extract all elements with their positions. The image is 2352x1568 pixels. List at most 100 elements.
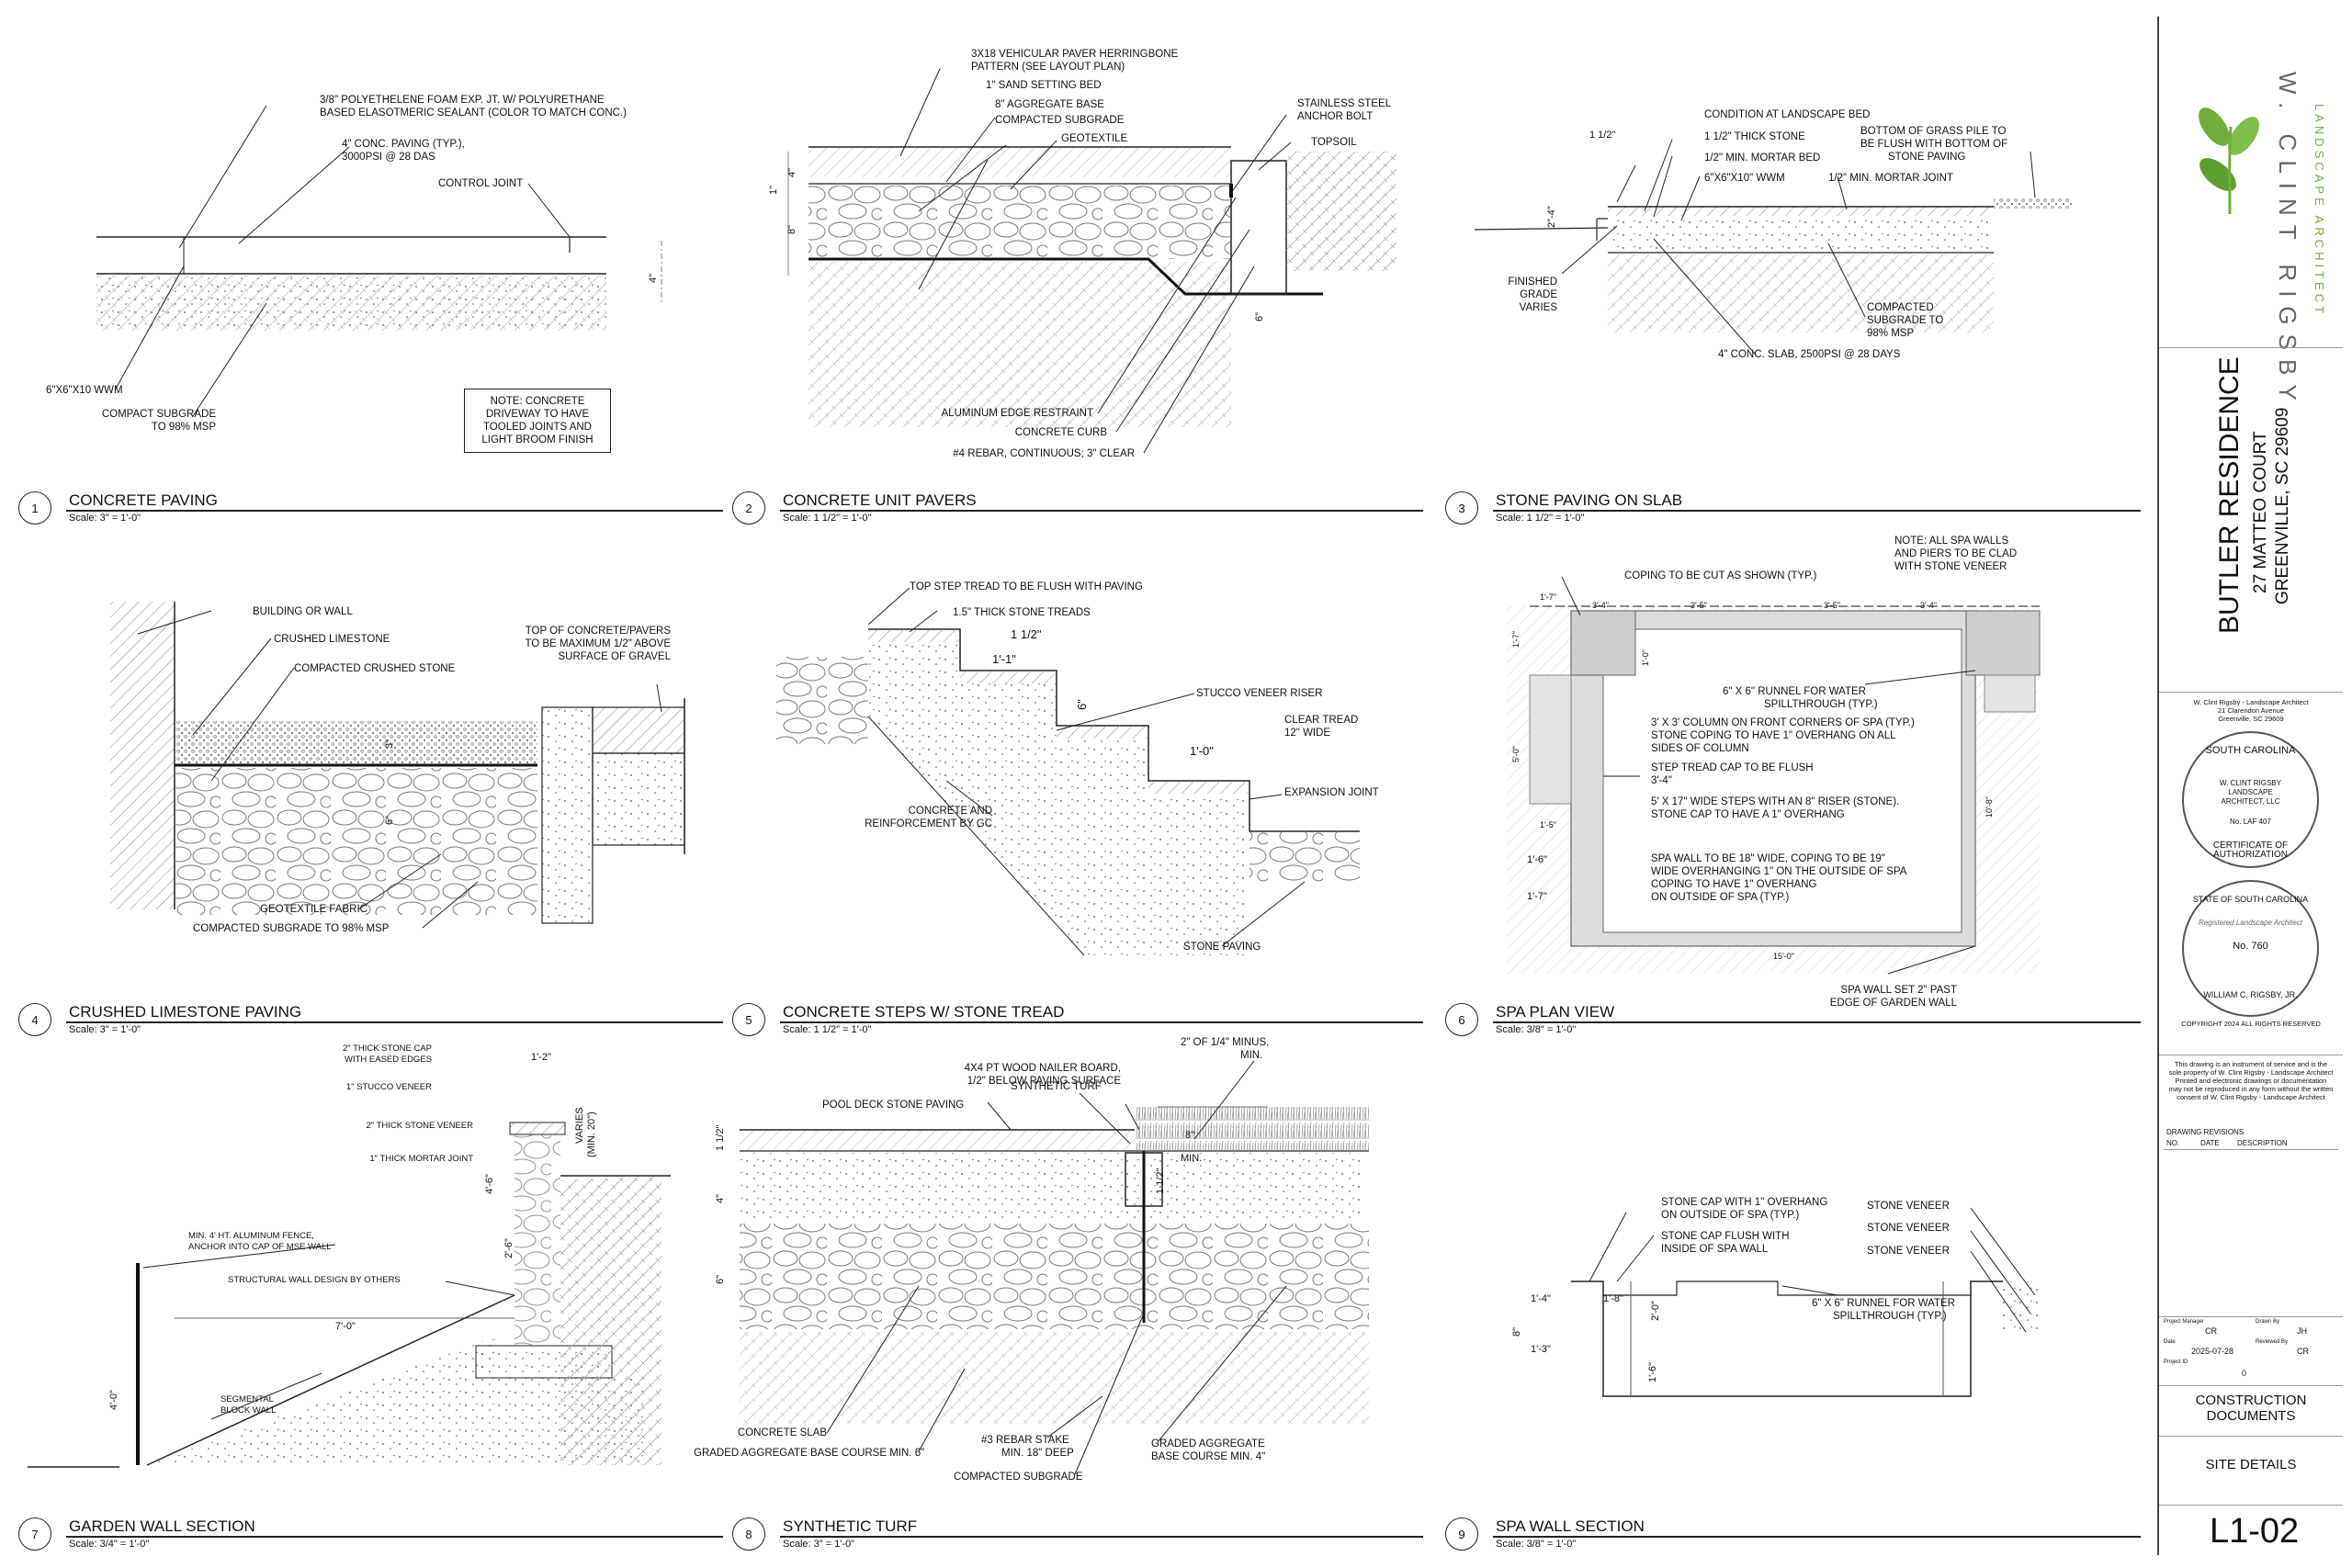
d9-label-veneer-1: STONE VENEER <box>1867 1201 1950 1212</box>
d3-dim-grade: 2"-4" <box>1546 206 1557 228</box>
reviewed-label: Reviewed By <box>2256 1339 2289 1345</box>
d9-label-flush: STONE CAP FLUSH WITH <box>1661 1231 1790 1242</box>
certificate-seal: SOUTH CAROLINA W. CLINT RIGSBY LANDSCAPE… <box>2182 731 2319 868</box>
title-rule <box>1493 1536 2141 1538</box>
d8-dim-base: 6" <box>715 1274 726 1284</box>
d8-dim-nailer: 1 1/2" <box>1155 1168 1166 1194</box>
project-name: BUTLER RESIDENCE <box>2214 356 2245 634</box>
title-block: W. CLINT RIGSBY LANDSCAPE ARCHITECT BUTL… <box>2157 17 2343 1555</box>
d6-label-set: SPA WALL SET 2" PAST <box>1840 985 1957 996</box>
detail-name: CONCRETE UNIT PAVERS <box>783 491 977 509</box>
detail-scale: Scale: 3" = 1'-0" <box>783 1539 855 1550</box>
detail-name: SPA PLAN VIEW <box>1496 1003 1615 1021</box>
d2-label-sand-bed: 1" SAND SETTING BED <box>986 80 1102 91</box>
detail-name: CONCRETE PAVING <box>69 491 218 509</box>
d6-label-steps: 5' x 17" WIDE STEPS WITH AN 8" RISER (ST… <box>1651 796 1900 807</box>
d3-label-wwm: 6"x6"x10" WWM <box>1704 173 1785 184</box>
d4-label-top-2: TO BE MAXIMUM 1/2" ABOVE <box>525 638 671 649</box>
d6-note: NOTE: ALL SPA WALLS AND PIERS TO BE CLAD… <box>1893 533 2034 575</box>
divider <box>2159 1505 2343 1506</box>
d6-dim-4: 3'-5" <box>1824 601 1840 610</box>
firm-subtitle: LANDSCAPE ARCHITECT <box>2312 104 2326 318</box>
d6-label-coping: COPING TO BE CUT AS SHOWN (TYP.) <box>1624 570 1817 581</box>
d8-label-turf: SYNTHETIC TURF <box>1011 1081 1102 1092</box>
d8-label-aggregate: GRADED AGGREGATE BASE COURSE MIN. 6" <box>694 1448 925 1459</box>
d6-label-column-3: SIDES OF COLUMN <box>1651 743 1749 754</box>
d8-dim-paving: 1 1/2" <box>715 1124 726 1151</box>
d9-label-cap-2: ON OUTSIDE OF SPA (TYP.) <box>1661 1210 1800 1221</box>
seal-top-text: SOUTH CAROLINA <box>2205 745 2296 756</box>
d6-dim-3: 3'-5" <box>1690 601 1707 610</box>
d7-label-stone-veneer: 2" THICK STONE VENEER <box>366 1121 473 1131</box>
d5-dim-12in: 1'-0" <box>1190 744 1214 758</box>
d8-label-rebar-2: MIN. 18" DEEP <box>1001 1448 1074 1459</box>
d2-label-paver: 3x18 VEHICULAR PAVER HERRINGBONE <box>971 49 1179 60</box>
d6-label-step-2: 3'-4" <box>1651 775 1672 786</box>
d6-label-runnel-2: SPILLTHROUGH (TYP.) <box>1764 699 1878 710</box>
detail-number: 2 <box>732 491 765 525</box>
d6-label-spa-wall: SPA WALL TO BE 18" WIDE, COPING TO BE 19… <box>1651 853 1885 864</box>
d2-dim-1in: 1" <box>768 185 779 195</box>
seal-number: No. LAF 407 <box>2230 818 2271 826</box>
d6-label-column: 3' x 3' COLUMN ON FRONT CORNERS OF SPA (… <box>1651 717 1915 728</box>
d2-dim-8in: 8" <box>786 224 797 234</box>
d8-label-base: GRADED AGGREGATE <box>1151 1438 1265 1450</box>
d5-label-stone-paving: STONE PAVING <box>1183 942 1261 953</box>
state-seal-mid: Registered Landscape Architect <box>2198 919 2303 927</box>
d8-label-rebar: #3 REBAR STAKE <box>981 1435 1069 1446</box>
d1-label-expansion-joint: 3/8" POLYETHELENE FOAM EXP. JT. W/ POLYU… <box>320 95 605 106</box>
d9-dim-4: 8" <box>1511 1326 1522 1337</box>
state-seal-top: STATE OF SOUTH CAROLINA <box>2192 895 2309 904</box>
title-rule <box>66 1021 723 1023</box>
d2-dim-4in: 4" <box>786 167 797 177</box>
d2-label-aggregate: 8" AGGREGATE BASE <box>995 99 1104 110</box>
detail-scale: Scale: 3/8" = 1'-0" <box>1496 1539 1577 1550</box>
d6-label-runnel: 6" x 6" RUNNEL FOR WATER <box>1723 686 1866 697</box>
date-label: Date <box>2164 1339 2176 1345</box>
d4-label-subgrade: COMPACTED SUBGRADE TO 98% MSP <box>193 923 390 934</box>
divider <box>2159 1316 2343 1317</box>
firm-address-2: 21 Clarendon Avenue <box>2217 706 2284 715</box>
title-rule <box>1493 1021 2141 1023</box>
rev-col-date: DATE <box>2200 1139 2220 1147</box>
project-city: GREENVILLE, SC 29609 <box>2273 407 2292 604</box>
d3-label-stone: 1 1/2" THICK STONE <box>1704 131 1805 142</box>
d3-label-grade-3: VARIES <box>1519 302 1557 313</box>
project-id-label: Project ID <box>2164 1359 2188 1365</box>
d1-label-subgrade: COMPACT SUBGRADE <box>101 409 216 420</box>
revisions-title: DRAWING REVISIONS <box>2166 1128 2245 1136</box>
d7-dim-varies: VARIES <box>574 1107 585 1144</box>
d9-dim-1: 1'-4" <box>1531 1293 1551 1304</box>
divider <box>2159 1436 2343 1437</box>
d3-label-condition: CONDITION AT LANDSCAPE BED <box>1704 109 1871 120</box>
d4-label-top: TOP OF CONCRETE/PAVERS <box>525 626 671 637</box>
d7-label-cap-2: WITH EASED EDGES <box>344 1055 432 1065</box>
firm-name: W. CLINT RIGSBY <box>2274 72 2301 410</box>
detail-scale: Scale: 1 1/2" = 1'-0" <box>783 1024 872 1035</box>
detail-scale: Scale: 3/8" = 1'-0" <box>1496 1024 1577 1035</box>
d5-label-clear-tread: CLEAR TREAD <box>1284 715 1359 726</box>
d3-label-grass-2: BE FLUSH WITH BOTTOM OF <box>1860 139 2008 150</box>
sheet-title: SITE DETAILS <box>2205 1457 2297 1472</box>
firm-address-3: Greenville, SC 29609 <box>2218 715 2284 723</box>
d2-label-anchor-bolt-2: ANCHOR BOLT <box>1297 111 1374 122</box>
d7-label-cap: 2" THICK STONE CAP <box>343 1043 432 1054</box>
d3-label-mortar-bed: 1/2" MIN. MORTAR BED <box>1704 152 1821 164</box>
d9-label-cap: STONE CAP WITH 1" OVERHANG <box>1661 1197 1828 1208</box>
d9-label-runnel: 6" x 6" RUNNEL FOR WATER <box>1812 1298 1955 1309</box>
d7-label-structural: STRUCTURAL WALL DESIGN BY OTHERS <box>228 1275 401 1285</box>
detail-scale: Scale: 3" = 1'-0" <box>69 513 141 524</box>
phase: CONSTRUCTION DOCUMENTS <box>2195 1393 2307 1424</box>
divider <box>2159 692 2343 693</box>
d3-label-grade: FINISHED <box>1508 276 1557 288</box>
seal-bottom-text: CERTIFICATE OF AUTHORIZATION <box>2212 840 2289 860</box>
d5-label-clear-tread-2: 12" WIDE <box>1284 728 1331 739</box>
d7-label-fence: MIN. 4' HT. ALUMINUM FENCE, <box>188 1231 314 1241</box>
d5-label-stone-treads: 1.5" THICK STONE TREADS <box>953 607 1091 618</box>
d7-label-block-2: BLOCK WALL <box>220 1405 277 1416</box>
d6-label-set-2: EDGE OF GARDEN WALL <box>1829 998 1957 1009</box>
d3-label-subgrade-3: 98% MSP <box>1867 328 1915 339</box>
detail-scale: Scale: 3" = 1'-0" <box>69 1024 141 1035</box>
reviewed-value: CR <box>2297 1347 2309 1356</box>
